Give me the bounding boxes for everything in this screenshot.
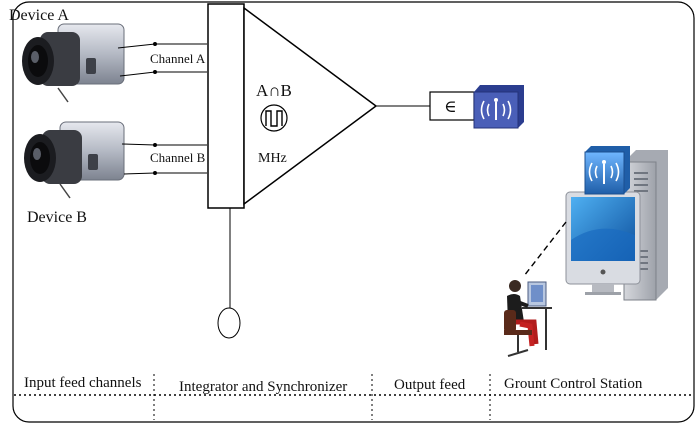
computer-monitor-icon	[565, 191, 641, 295]
device-b-label: Device B	[27, 209, 87, 226]
channel-a-label: Channel A	[150, 51, 206, 66]
channel-b-label: Channel B	[150, 150, 206, 165]
connector-symbol: ∈	[444, 97, 457, 116]
terminal-circle	[217, 307, 241, 339]
integrator-block	[207, 3, 245, 209]
section-label-integrator: Integrator and Synchronizer	[179, 379, 347, 395]
device-a-label: Device A	[9, 7, 69, 24]
output-wireless-icon	[473, 85, 524, 129]
operator-person-icon	[504, 280, 552, 357]
channel-a-wires	[117, 42, 207, 77]
outer-frame	[12, 1, 695, 423]
camera-b-icon	[24, 121, 125, 199]
section-label-station: Grount Control Station	[504, 376, 643, 392]
section-label-output: Output feed	[394, 377, 466, 393]
output-connector	[429, 91, 475, 121]
square-wave-icon	[260, 104, 288, 132]
synchronizer-triangle	[243, 6, 378, 206]
channel-b-wires	[121, 143, 207, 175]
frequency-label: MHz	[258, 151, 287, 166]
camera-a-icon	[22, 23, 125, 103]
station-link-line	[523, 221, 567, 277]
operation-label: A∩B	[256, 81, 292, 100]
station-wireless-icon	[584, 146, 630, 195]
section-label-input: Input feed channels	[24, 375, 142, 391]
